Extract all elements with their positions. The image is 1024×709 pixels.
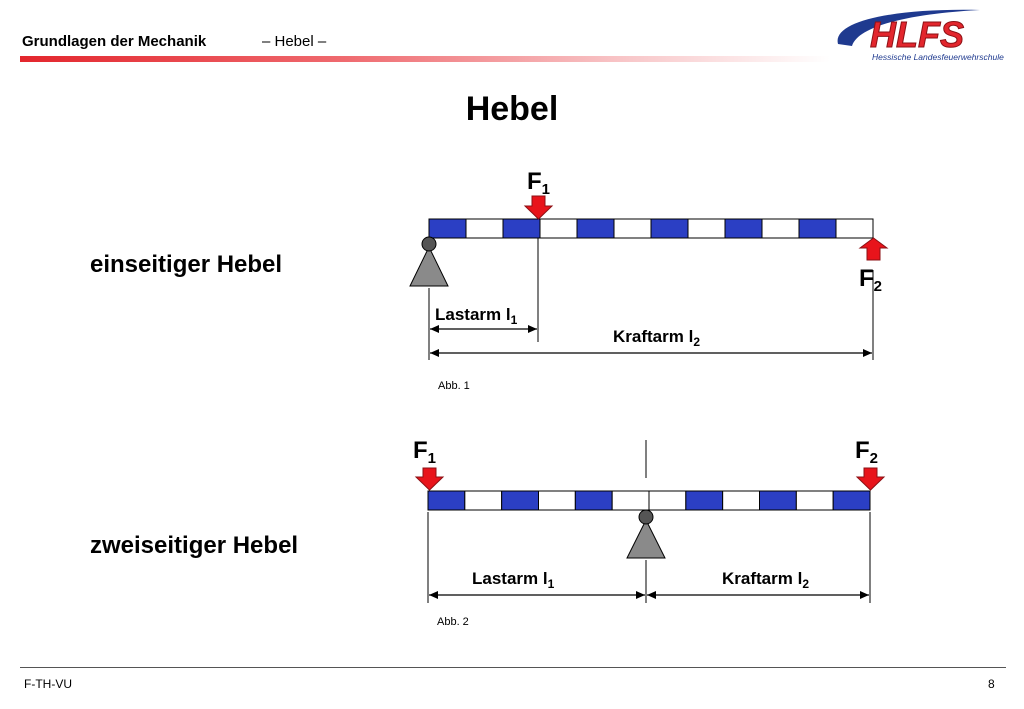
beam-segment <box>685 490 724 511</box>
logo-name: HLFS <box>870 14 964 55</box>
beam-segment <box>427 490 466 511</box>
force-f2-label-1: F2 <box>859 265 882 295</box>
force-f1-label-1: F1 <box>527 168 550 198</box>
force-arrow-down-icon <box>523 195 554 220</box>
beam-segment <box>722 490 761 511</box>
beam-2 <box>427 490 871 511</box>
page-title: Hebel <box>465 90 559 128</box>
force-arm-label-2: Kraftarm l2 <box>722 569 809 591</box>
fulcrum-triangle-1 <box>409 245 449 287</box>
beam-segment <box>428 218 467 239</box>
beam-segment <box>501 490 539 511</box>
beam-segment <box>648 490 687 511</box>
beam-segment <box>650 218 689 239</box>
beam-segment <box>465 218 504 239</box>
two-sided-lever-label: zweiseitiger Hebel <box>90 532 299 559</box>
logo-tagline: Hessische Landesfeuerwehrschule <box>872 52 1004 62</box>
pivot-2 <box>638 509 654 525</box>
page-number: 8 <box>988 677 995 691</box>
footer-code: F-TH-VU <box>24 677 72 691</box>
header-accent-bar <box>20 56 830 62</box>
force-arm-label-1: Kraftarm l2 <box>613 327 700 349</box>
beam-segment <box>761 218 800 239</box>
force-arrow-down-right-icon <box>855 467 886 491</box>
header-subtitle: – Hebel – <box>262 33 327 50</box>
one-sided-lever-label: einseitiger Hebel <box>90 251 283 278</box>
caption-1: Abb. 1 <box>438 380 470 392</box>
pivot-1 <box>421 236 437 252</box>
beam-segment <box>724 218 763 239</box>
header-title: Grundlagen der Mechanik <box>22 33 207 50</box>
load-arm-label-1: Lastarm l1 <box>435 305 518 327</box>
hlfs-logo: HLFS Hessische Landesfeuerwehrschule <box>837 9 1004 62</box>
beam-segment <box>687 218 726 239</box>
beam-segment <box>538 490 576 511</box>
beam-segment <box>576 218 615 239</box>
force-f2-label-2: F2 <box>855 437 878 467</box>
beam-segment <box>835 218 874 239</box>
force-arrow-down-left-icon <box>414 467 445 491</box>
beam-segment <box>759 490 797 511</box>
beam-segment <box>464 490 503 511</box>
beam-segment <box>574 490 613 511</box>
beam-segment <box>832 490 871 511</box>
beam-segment <box>613 218 652 239</box>
caption-2: Abb. 2 <box>437 616 469 628</box>
load-arm-label-2: Lastarm l1 <box>472 569 555 591</box>
footer-divider <box>20 667 1006 668</box>
beam-segment <box>539 218 578 239</box>
beam-segment <box>795 490 834 511</box>
beam-segment <box>611 490 650 511</box>
force-arrow-up-icon <box>858 237 889 261</box>
fulcrum-triangle-2 <box>626 518 666 559</box>
logo-swoosh <box>837 9 980 46</box>
beam-segment <box>798 218 837 239</box>
force-f1-label-2: F1 <box>413 437 436 467</box>
beam-segment <box>502 218 541 239</box>
beam-1 <box>428 218 874 239</box>
